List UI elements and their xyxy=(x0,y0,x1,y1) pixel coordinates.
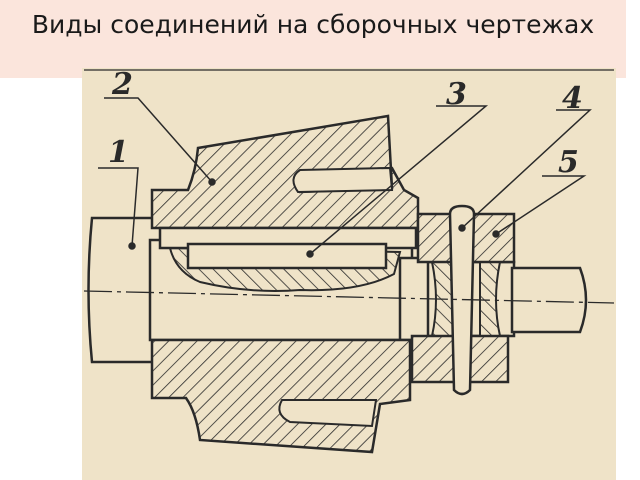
label-5: 5 xyxy=(558,145,579,180)
label-4: 4 xyxy=(562,81,583,116)
label-1: 1 xyxy=(108,135,129,170)
key-part-3 xyxy=(158,226,418,292)
slide-title: Виды соединений на сборочных чертежах xyxy=(31,10,595,39)
gear-part-2 xyxy=(150,114,420,454)
centerline xyxy=(83,290,615,304)
title-bar: Виды соединений на сборочных чертежах xyxy=(0,0,626,78)
leader-lines xyxy=(98,97,592,258)
label-2: 2 xyxy=(111,67,133,102)
label-3: 3 xyxy=(446,77,467,112)
